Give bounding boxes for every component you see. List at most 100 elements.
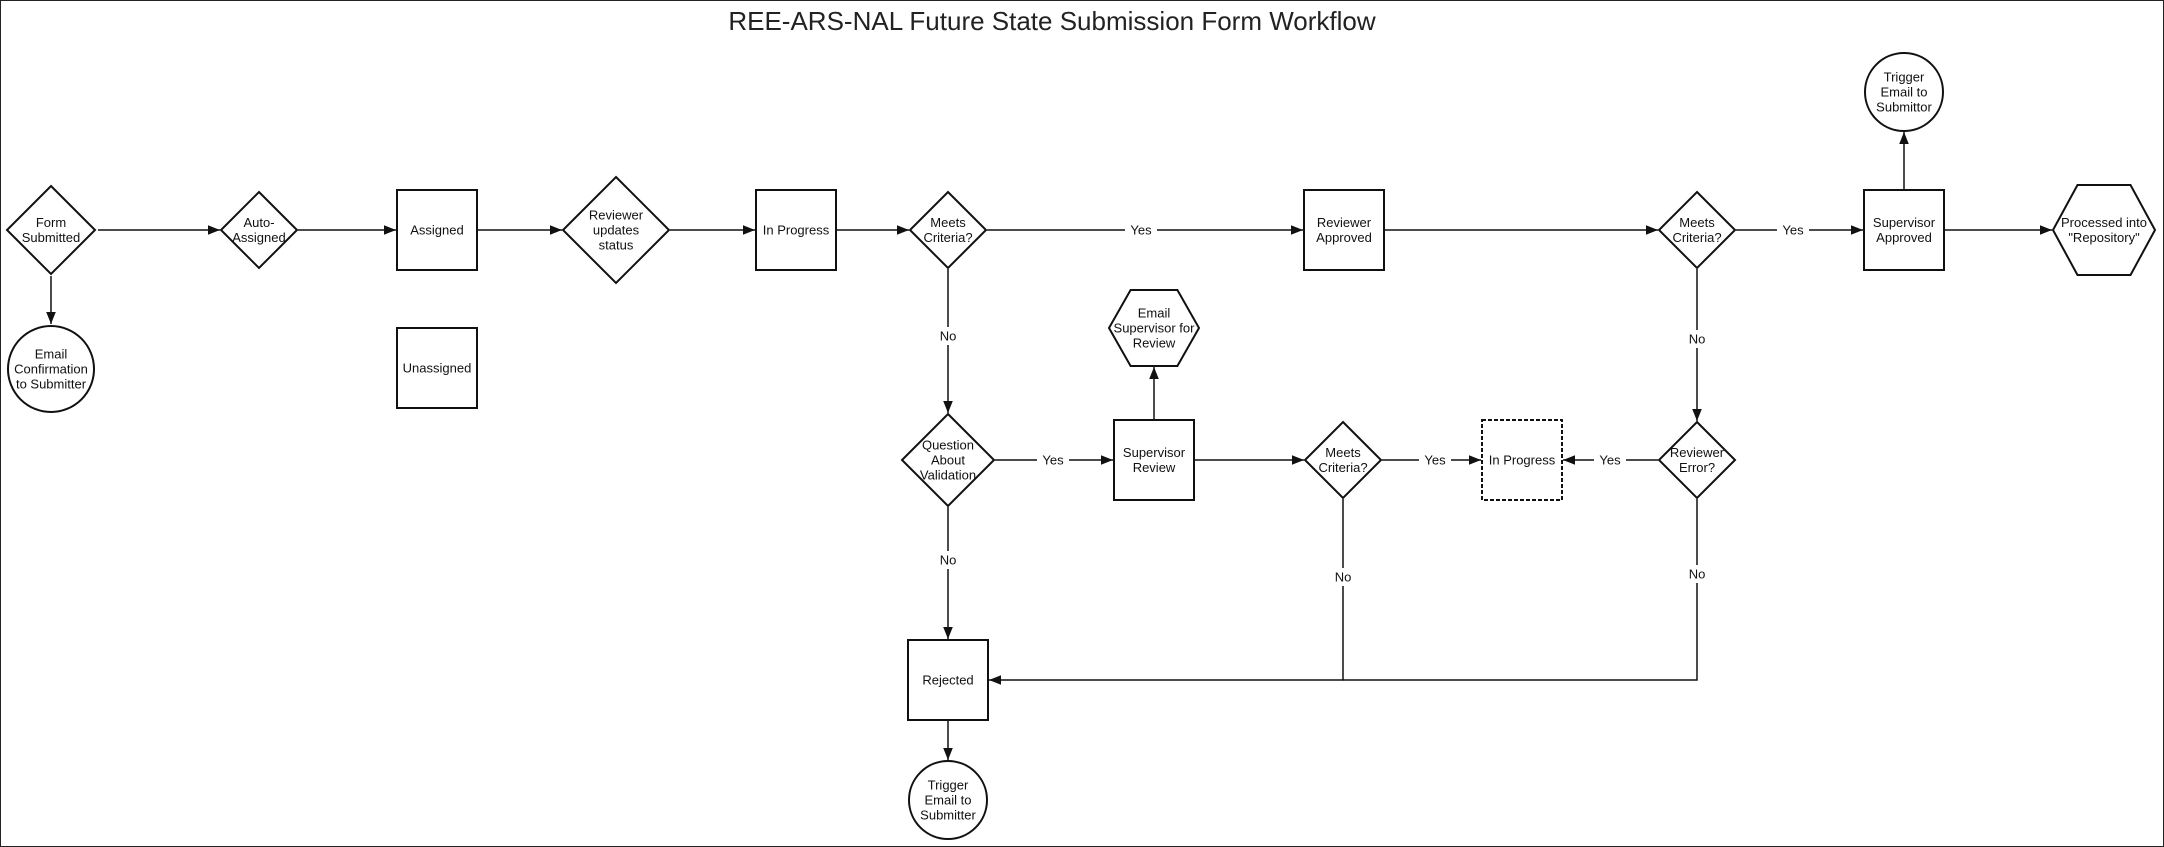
node-shape: [2051, 184, 2157, 276]
node-shape: [561, 175, 671, 285]
node-label: Error?: [1679, 460, 1715, 475]
edge-label-yes: Yes: [1594, 451, 1626, 469]
diagram-title: REE-ARS-NAL Future State Submission Form…: [728, 6, 1376, 36]
node-label: Confirmation: [14, 362, 88, 377]
node-label: Supervisor: [1873, 215, 1936, 230]
node-rejected[interactable]: Rejected: [907, 639, 989, 721]
node-label: status: [599, 238, 634, 253]
node-label: Meets: [1325, 445, 1361, 460]
node-shape: [5, 184, 97, 276]
node-shape: [7, 325, 95, 413]
node-label: Auto-: [243, 215, 274, 230]
node-shape: [1303, 189, 1385, 271]
node-shape: [755, 189, 837, 271]
edge-label-no: No: [1331, 568, 1355, 586]
svg-text:No: No: [1335, 570, 1352, 585]
node-label: Form: [36, 215, 66, 230]
node-label: Unassigned: [403, 361, 472, 376]
node-label: updates: [593, 223, 640, 238]
node-label: Question: [922, 438, 974, 453]
node-label: Meets: [930, 215, 966, 230]
node-label: About: [931, 453, 965, 468]
node-label: Criteria?: [923, 230, 972, 245]
svg-text:No: No: [1689, 332, 1706, 347]
svg-text:Yes: Yes: [1130, 223, 1152, 238]
node-label: Email to: [925, 793, 972, 808]
node-shape: [1863, 189, 1945, 271]
node-shape: [900, 412, 996, 508]
node-label: Review: [1133, 336, 1176, 351]
node-label: Trigger: [928, 778, 969, 793]
node-shape: [1657, 190, 1737, 270]
node-label: Email to: [1881, 85, 1928, 100]
edge-label-no: No: [936, 327, 960, 345]
node-label: Assigned: [410, 223, 463, 238]
svg-text:No: No: [1689, 567, 1706, 582]
node-assigned[interactable]: Assigned: [396, 189, 478, 271]
edge-label-yes: Yes: [1125, 221, 1157, 239]
node-label: Validation: [920, 468, 976, 483]
node-label: Criteria?: [1318, 460, 1367, 475]
node-shape: [907, 639, 989, 721]
node-label: "Repository": [2068, 230, 2140, 245]
node-shape: [1481, 419, 1563, 501]
node-shape: [1657, 420, 1737, 500]
node-label: Reviewer: [1670, 445, 1725, 460]
edge-label-yes: Yes: [1037, 451, 1069, 469]
node-processed-repository[interactable]: Processed into"Repository": [2051, 184, 2157, 276]
edge-label-yes: Yes: [1777, 221, 1809, 239]
node-shape: [908, 190, 988, 270]
node-label: Review: [1133, 460, 1176, 475]
connector-arrow: [989, 499, 1344, 685]
node-label: Email: [35, 347, 68, 362]
node-shape: [908, 760, 988, 840]
node-auto-assigned[interactable]: Auto-Assigned: [219, 190, 299, 270]
node-label: Trigger: [1884, 70, 1925, 85]
node-label: to Submitter: [16, 377, 87, 392]
node-shape: [219, 190, 299, 270]
node-label: Approved: [1876, 230, 1932, 245]
node-in-progress-2[interactable]: In Progress: [1481, 419, 1563, 501]
edge-label-no: No: [1685, 565, 1709, 583]
node-label: In Progress: [1489, 453, 1556, 468]
connector-arrow: [1343, 499, 1698, 681]
node-label: Submitted: [22, 230, 81, 245]
svg-text:Yes: Yes: [1599, 453, 1621, 468]
node-label: Processed into: [2061, 215, 2147, 230]
svg-text:Yes: Yes: [1042, 453, 1064, 468]
node-label: Submittor: [1876, 100, 1932, 115]
node-label: Assigned: [232, 230, 285, 245]
node-in-progress-1[interactable]: In Progress: [755, 189, 837, 271]
node-label: Meets: [1679, 215, 1715, 230]
svg-text:No: No: [940, 329, 957, 344]
node-label: Criteria?: [1672, 230, 1721, 245]
edge-label-yes: Yes: [1419, 451, 1451, 469]
edge-label-no: No: [936, 551, 960, 569]
node-shape: [1113, 419, 1195, 501]
svg-text:No: No: [940, 553, 957, 568]
node-shape: [1864, 52, 1944, 132]
edge-label-no: No: [1685, 330, 1709, 348]
node-label: Submitter: [920, 808, 976, 823]
node-label: In Progress: [763, 223, 830, 238]
node-label: Supervisor for: [1114, 321, 1196, 336]
node-label: Rejected: [922, 673, 973, 688]
node-label: Supervisor: [1123, 445, 1186, 460]
node-label: Approved: [1316, 230, 1372, 245]
node-unassigned[interactable]: Unassigned: [396, 327, 478, 409]
